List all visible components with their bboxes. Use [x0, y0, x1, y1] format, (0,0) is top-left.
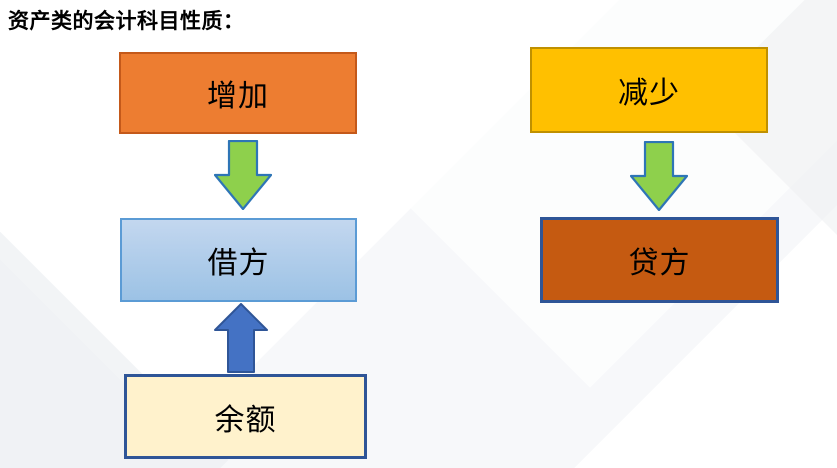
down-arrow-icon — [630, 141, 688, 211]
increase-box: 增加 — [119, 52, 357, 134]
up-arrow-icon — [214, 303, 268, 373]
balance-box-label: 余额 — [214, 403, 277, 437]
decrease-box-label: 减少 — [618, 77, 680, 110]
debit-box: 借方 — [120, 218, 357, 302]
balance-box: 余额 — [124, 374, 367, 459]
decrease-box: 减少 — [530, 47, 768, 133]
credit-box-label: 贷方 — [628, 247, 691, 280]
credit-box: 贷方 — [540, 217, 779, 303]
increase-box-label: 增加 — [207, 80, 269, 113]
slide-title: 资产类的会计科目性质： — [8, 10, 245, 33]
down-arrow-icon — [214, 140, 272, 210]
debit-box-label: 借方 — [207, 247, 270, 280]
